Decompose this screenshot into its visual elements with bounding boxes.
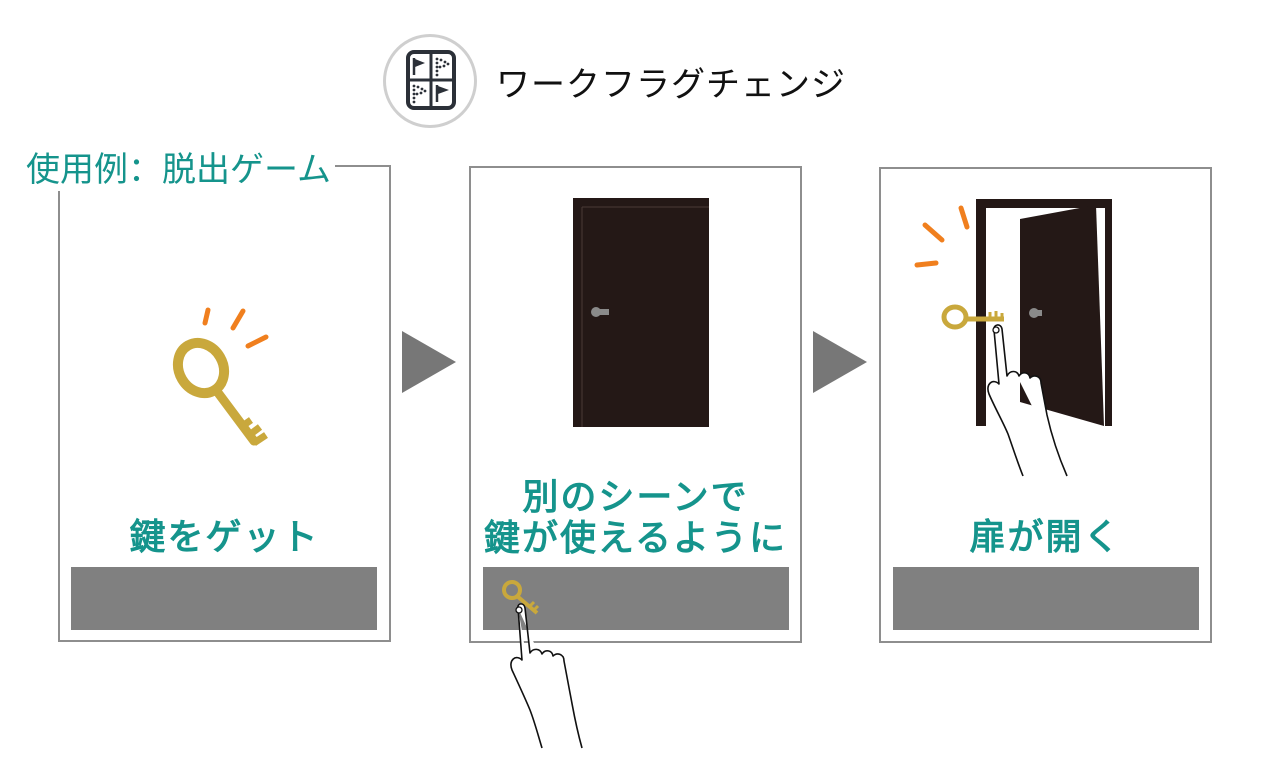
- step-caption-2-line1: 別のシーンで: [522, 477, 749, 518]
- arrow-right-icon: [402, 331, 456, 393]
- section-label: 使用例：脱出ゲーム: [22, 142, 335, 191]
- key-icon: [172, 307, 269, 446]
- page-title: ワークフラグチェンジ: [496, 65, 846, 105]
- pointing-hand-icon: [510, 603, 583, 749]
- inventory-key-icon[interactable]: [495, 573, 555, 623]
- pointing-hand-icon: [987, 324, 1068, 477]
- step-caption-1: 鍵をゲット: [129, 517, 320, 558]
- key-in-lock-icon: [941, 304, 1004, 330]
- header-icon-circle: [383, 34, 477, 128]
- open-door-icon: [976, 199, 1112, 426]
- inventory-bar-3: [893, 567, 1199, 630]
- step-caption-3: 扉が開く: [969, 517, 1122, 558]
- inventory-bar-2: [483, 567, 789, 630]
- flag-grid-icon: [406, 50, 456, 110]
- sparkle-icon: [914, 205, 970, 268]
- arrow-right-icon: [813, 331, 867, 393]
- closed-door-icon: [573, 198, 709, 427]
- step-caption-2-line2: 鍵が使えるように: [484, 518, 787, 559]
- inventory-bar-1: [71, 567, 377, 630]
